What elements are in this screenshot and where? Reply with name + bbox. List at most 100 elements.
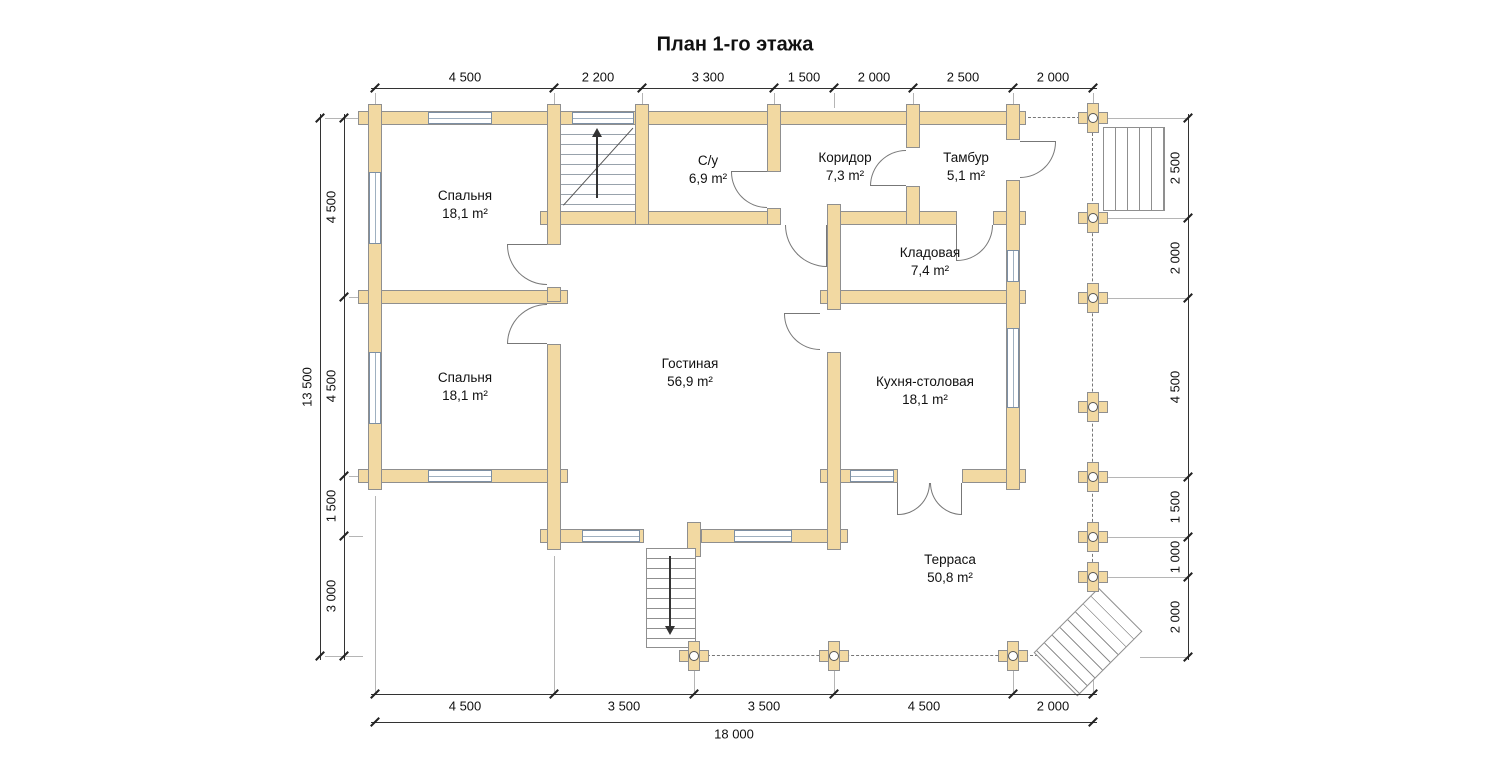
column-post [1078,392,1108,422]
door-arc [507,304,547,344]
window [1007,250,1019,282]
wall [767,208,781,225]
extension-line [913,93,914,108]
column-post [1078,103,1108,133]
column-post [1078,283,1108,313]
column-post [679,641,709,671]
extension-line [834,93,835,108]
plan-title: План 1-го этажа [656,33,814,56]
column-post [1078,522,1108,552]
dim-label: 3 000 [323,579,339,613]
window [369,352,381,424]
extension-line [642,93,643,108]
extension-line [1013,93,1014,108]
dim-label: 4 500 [448,698,482,714]
door-leaf [826,225,827,267]
dimension-line-bottom-total [371,722,1097,723]
wall [540,211,781,225]
dimension-line-right [1188,114,1189,660]
door-leaf [870,185,906,186]
dim-label: 1 500 [787,69,821,85]
window [850,470,894,482]
wall [906,104,920,148]
door-arc [870,150,906,186]
room-label-bedroom-2: Спальня 18,1 m² [438,369,492,405]
door-arc [957,225,993,261]
extension-line [375,93,376,108]
dim-label: 2 000 [1167,241,1183,275]
door-arc [785,225,827,267]
door-leaf [897,483,898,515]
room-name: Коридор [818,149,872,165]
dimension-line-left-total [320,114,321,660]
dimension-line-top [371,88,1097,89]
extension-line [694,660,695,692]
wall [547,344,561,550]
room-label-vestibule: Тамбур 5,1 m² [943,149,989,185]
extension-line [1108,218,1186,219]
window [428,470,492,482]
dim-label: 4 500 [323,190,339,224]
door-leaf [1020,141,1056,142]
dimension-line-left [344,114,345,660]
room-area: 5,1 m² [946,168,986,183]
room-name: Гостиная [661,355,719,371]
dim-label: 2 000 [857,69,891,85]
terrace-boundary-line [1092,128,1093,592]
column-post [998,641,1028,671]
extension-line [375,496,376,692]
column-post [1078,462,1108,492]
extension-line [774,93,775,108]
room-label-terrace: Терраса 50,8 m² [924,551,976,587]
wall [547,104,561,245]
dim-label: 2 000 [1167,600,1183,634]
extension-line [1093,93,1094,108]
door-leaf [961,483,962,515]
dim-label: 3 300 [691,69,725,85]
room-label-storage: Кладовая 7,4 m² [900,244,960,280]
window [369,172,381,244]
dim-label: 1 500 [1167,490,1183,524]
wall [368,104,382,490]
extension-line [1108,577,1186,578]
door-arc [507,245,547,285]
room-area: 7,3 m² [825,168,865,183]
room-area: 18,1 m² [902,392,948,407]
room-name: Тамбур [943,149,989,165]
room-label-bedroom-1: Спальня 18,1 m² [438,187,492,223]
stair-corner-diagonal [1033,587,1143,697]
room-name: Кухня-столовая [876,373,974,389]
door-arc [930,483,962,515]
extension-line [1108,118,1186,119]
door-leaf [731,171,767,172]
stair-arrow-head [592,128,602,137]
wall [827,352,841,550]
dim-label: 2 500 [1167,151,1183,185]
extension-line [1108,537,1186,538]
window [572,112,634,124]
door-arc [731,172,767,208]
wall [906,186,920,225]
column-post [1078,562,1108,592]
room-area: 18,1 m² [442,206,488,221]
room-name: Кладовая [899,244,961,260]
dim-label: 3 500 [747,698,781,714]
extension-line [349,536,363,537]
door-leaf [956,225,957,261]
dim-label: 18 000 [714,726,754,742]
column-post [1078,203,1108,233]
stair-arrow [596,136,598,198]
stair-arrow-head [665,626,675,635]
dim-label: 2 000 [1036,69,1070,85]
wall [358,290,568,304]
dim-label: 4 500 [1167,370,1183,404]
terrace-boundary-line [702,655,1038,656]
stair-south [646,548,696,648]
window [1007,328,1019,408]
door-leaf [507,343,547,344]
door-leaf [784,313,820,314]
dim-label: 3 500 [607,698,641,714]
wall [827,211,957,225]
wall [820,290,1026,304]
